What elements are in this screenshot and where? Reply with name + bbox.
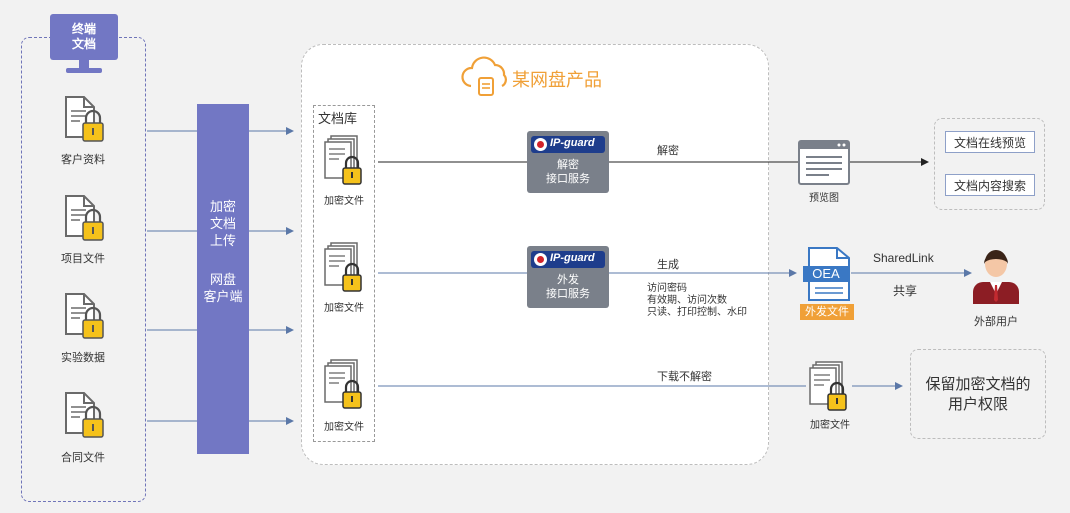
share-label: 共享 <box>893 284 918 298</box>
oea-file-text: OEA <box>812 266 840 281</box>
terminal-monitor-icon: 终端文档 <box>50 14 118 76</box>
encrypted-file-label: 加密文件 <box>810 420 850 431</box>
feature-content-search: 文档内容搜索 <box>945 174 1035 196</box>
document-library-title: 文档库 <box>318 111 358 126</box>
encrypted-file-stack-icon <box>808 360 848 412</box>
outgoing-service-line2: 接口服务 <box>546 288 590 300</box>
outgoing-service-line1: 外发 <box>557 274 579 286</box>
terminal-title-2: 文档 <box>71 37 96 51</box>
retain-permission-panel: 保留加密文档的 用户权限 <box>910 349 1046 439</box>
upload-text-3: 上传 <box>209 233 236 248</box>
decrypt-service-line1: 解密 <box>557 159 579 171</box>
outgoing-detail: 访问密码 <box>647 283 687 294</box>
feature-panel <box>934 118 1045 210</box>
oea-file-icon <box>803 247 850 301</box>
retain-line2: 用户权限 <box>947 396 1008 413</box>
external-user-label: 外部用户 <box>974 316 1018 328</box>
outgoing-details: 访问密码 有效期、访问次数 只读、打印控制、水印 <box>647 283 747 319</box>
upload-text-5: 客户端 <box>203 289 243 304</box>
terminal-title-1: 终端 <box>71 22 96 36</box>
retain-line1: 保留加密文档的 <box>925 376 1031 393</box>
upload-text-1: 加密 <box>209 199 236 214</box>
decrypt-service-line2: 接口服务 <box>546 173 590 185</box>
terminal-doc-label: 实验数据 <box>61 352 105 364</box>
decrypt-interface-service: IP-guard 解密接口服务 <box>527 131 609 193</box>
product-title: 某网盘产品 <box>512 70 602 90</box>
encrypted-upload-client-bar: 加密 文档 上传 网盘 客户端 <box>197 104 249 454</box>
upload-text-2: 文档 <box>209 216 236 231</box>
upload-text-4: 网盘 <box>209 272 236 287</box>
encrypted-file-label: 加密文件 <box>324 422 364 433</box>
document-library-panel <box>313 105 375 442</box>
encrypted-file-label: 加密文件 <box>324 303 364 314</box>
outgoing-interface-service: IP-guard 外发接口服务 <box>527 246 609 308</box>
decrypt-flow-label: 解密 <box>657 145 679 157</box>
ipguard-logo: IP-guard <box>531 136 605 153</box>
encrypted-file-label: 加密文件 <box>324 196 364 207</box>
terminal-doc-label: 合同文件 <box>61 452 105 464</box>
terminal-doc-label: 项目文件 <box>61 253 105 265</box>
outgoing-detail: 只读、打印控制、水印 <box>647 307 747 318</box>
generate-flow-label: 生成 <box>657 259 679 271</box>
sharedlink-label: SharedLink <box>873 251 934 265</box>
outgoing-file-label: 外发文件 <box>800 304 854 320</box>
outgoing-detail: 有效期、访问次数 <box>647 295 727 306</box>
terminal-doc-label: 客户资料 <box>61 154 105 166</box>
preview-image-label: 预览图 <box>809 193 839 204</box>
preview-image-icon <box>798 140 850 185</box>
cloud-storage-icon <box>461 56 507 96</box>
download-flow-label: 下载不解密 <box>657 371 712 383</box>
ipguard-logo: IP-guard <box>531 251 605 268</box>
external-user-avatar <box>973 250 1019 304</box>
feature-online-preview: 文档在线预览 <box>945 131 1035 153</box>
